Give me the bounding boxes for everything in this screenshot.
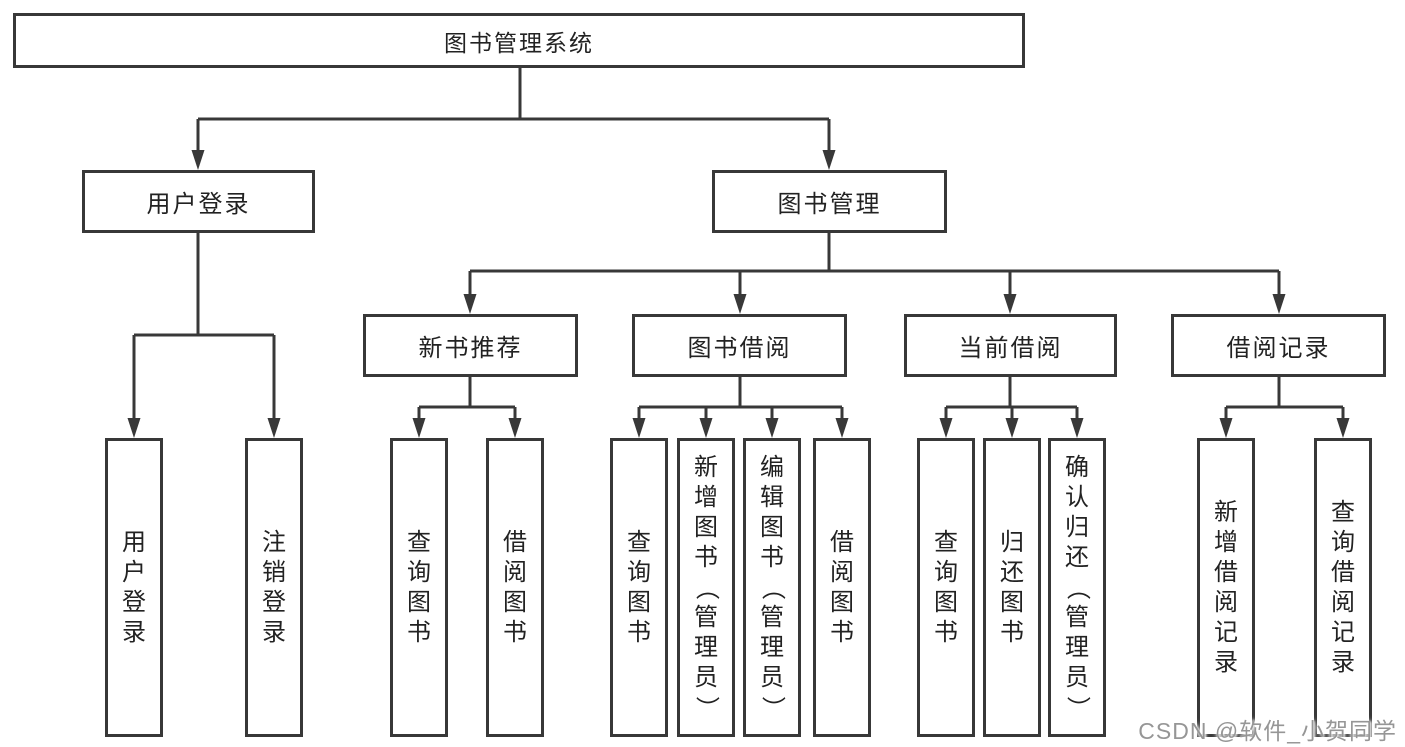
node-label: 注销登录 — [262, 528, 286, 646]
node-label: 新增借阅记录 — [1214, 498, 1238, 676]
node-label: 编辑图书（管理员） — [759, 453, 786, 720]
node-label: 用户登录 — [122, 528, 146, 646]
node-root: 图书管理系统 — [13, 13, 1025, 68]
arrowhead-icon — [508, 418, 522, 438]
node-label: 查询借阅记录 — [1331, 498, 1355, 676]
arrowhead-icon — [1070, 418, 1084, 438]
node-label: 确认归还（管理员） — [1064, 453, 1091, 720]
node-leaf-logout: 注销登录 — [245, 438, 303, 737]
connector-path — [944, 377, 1079, 424]
node-label: 图书借阅 — [687, 335, 792, 362]
node-leaf-confirm-return: 确认归还（管理员） — [1048, 438, 1106, 737]
node-leaf-query-book-2: 查询图书 — [610, 438, 668, 737]
arrowhead-icon — [1336, 418, 1350, 438]
arrowhead-icon — [191, 150, 205, 170]
connector-path — [132, 233, 276, 424]
node-label: 新书推荐 — [418, 335, 523, 362]
arrowhead-icon — [1003, 294, 1017, 314]
arrowhead-icon — [699, 418, 713, 438]
watermark-text: CSDN @软件_小贺同学 — [1138, 718, 1397, 744]
node-user-login-group: 用户登录 — [82, 170, 315, 233]
arrowhead-icon — [939, 418, 953, 438]
node-leaf-borrow-book-2: 借阅图书 — [813, 438, 871, 737]
node-current-borrow: 当前借阅 — [904, 314, 1117, 377]
node-book-management: 图书管理 — [712, 170, 947, 233]
arrowhead-icon — [835, 418, 849, 438]
node-leaf-edit-book: 编辑图书（管理员） — [743, 438, 801, 737]
node-leaf-borrow-book-1: 借阅图书 — [486, 438, 544, 737]
connector-path — [637, 377, 844, 424]
node-label: 新增图书（管理员） — [693, 453, 720, 720]
connector-path — [468, 233, 1281, 300]
node-label: 图书管理 — [777, 191, 882, 218]
node-leaf-query-record: 查询借阅记录 — [1314, 438, 1372, 737]
arrowhead-icon — [1219, 418, 1233, 438]
arrowhead-icon — [765, 418, 779, 438]
arrowhead-icon — [1005, 418, 1019, 438]
node-label: 查询图书 — [627, 528, 651, 646]
arrowhead-icon — [267, 418, 281, 438]
arrowhead-icon — [1272, 294, 1286, 314]
connector-path — [196, 68, 831, 156]
node-new-book-recommend: 新书推荐 — [363, 314, 578, 377]
node-label: 借阅图书 — [830, 528, 854, 646]
arrowhead-icon — [412, 418, 426, 438]
node-label: 借阅记录 — [1226, 335, 1331, 362]
node-book-borrow: 图书借阅 — [632, 314, 847, 377]
node-leaf-user-login: 用户登录 — [105, 438, 163, 737]
node-label: 用户登录 — [146, 191, 251, 218]
node-label: 查询图书 — [407, 528, 431, 646]
node-borrow-records: 借阅记录 — [1171, 314, 1386, 377]
arrowhead-icon — [127, 418, 141, 438]
connector-path — [1224, 377, 1345, 424]
node-leaf-return-book: 归还图书 — [983, 438, 1041, 737]
arrowhead-icon — [463, 294, 477, 314]
node-label: 图书管理系统 — [444, 29, 594, 56]
arrowhead-icon — [822, 150, 836, 170]
node-label: 当前借阅 — [958, 335, 1063, 362]
node-label: 查询图书 — [934, 528, 958, 646]
arrowhead-icon — [632, 418, 646, 438]
node-label: 借阅图书 — [503, 528, 527, 646]
node-leaf-add-book: 新增图书（管理员） — [677, 438, 735, 737]
arrowhead-icon — [733, 294, 747, 314]
connector-path — [417, 377, 517, 424]
node-leaf-add-record: 新增借阅记录 — [1197, 438, 1255, 737]
node-leaf-query-book-1: 查询图书 — [390, 438, 448, 737]
node-leaf-query-book-3: 查询图书 — [917, 438, 975, 737]
node-label: 归还图书 — [1000, 528, 1024, 646]
